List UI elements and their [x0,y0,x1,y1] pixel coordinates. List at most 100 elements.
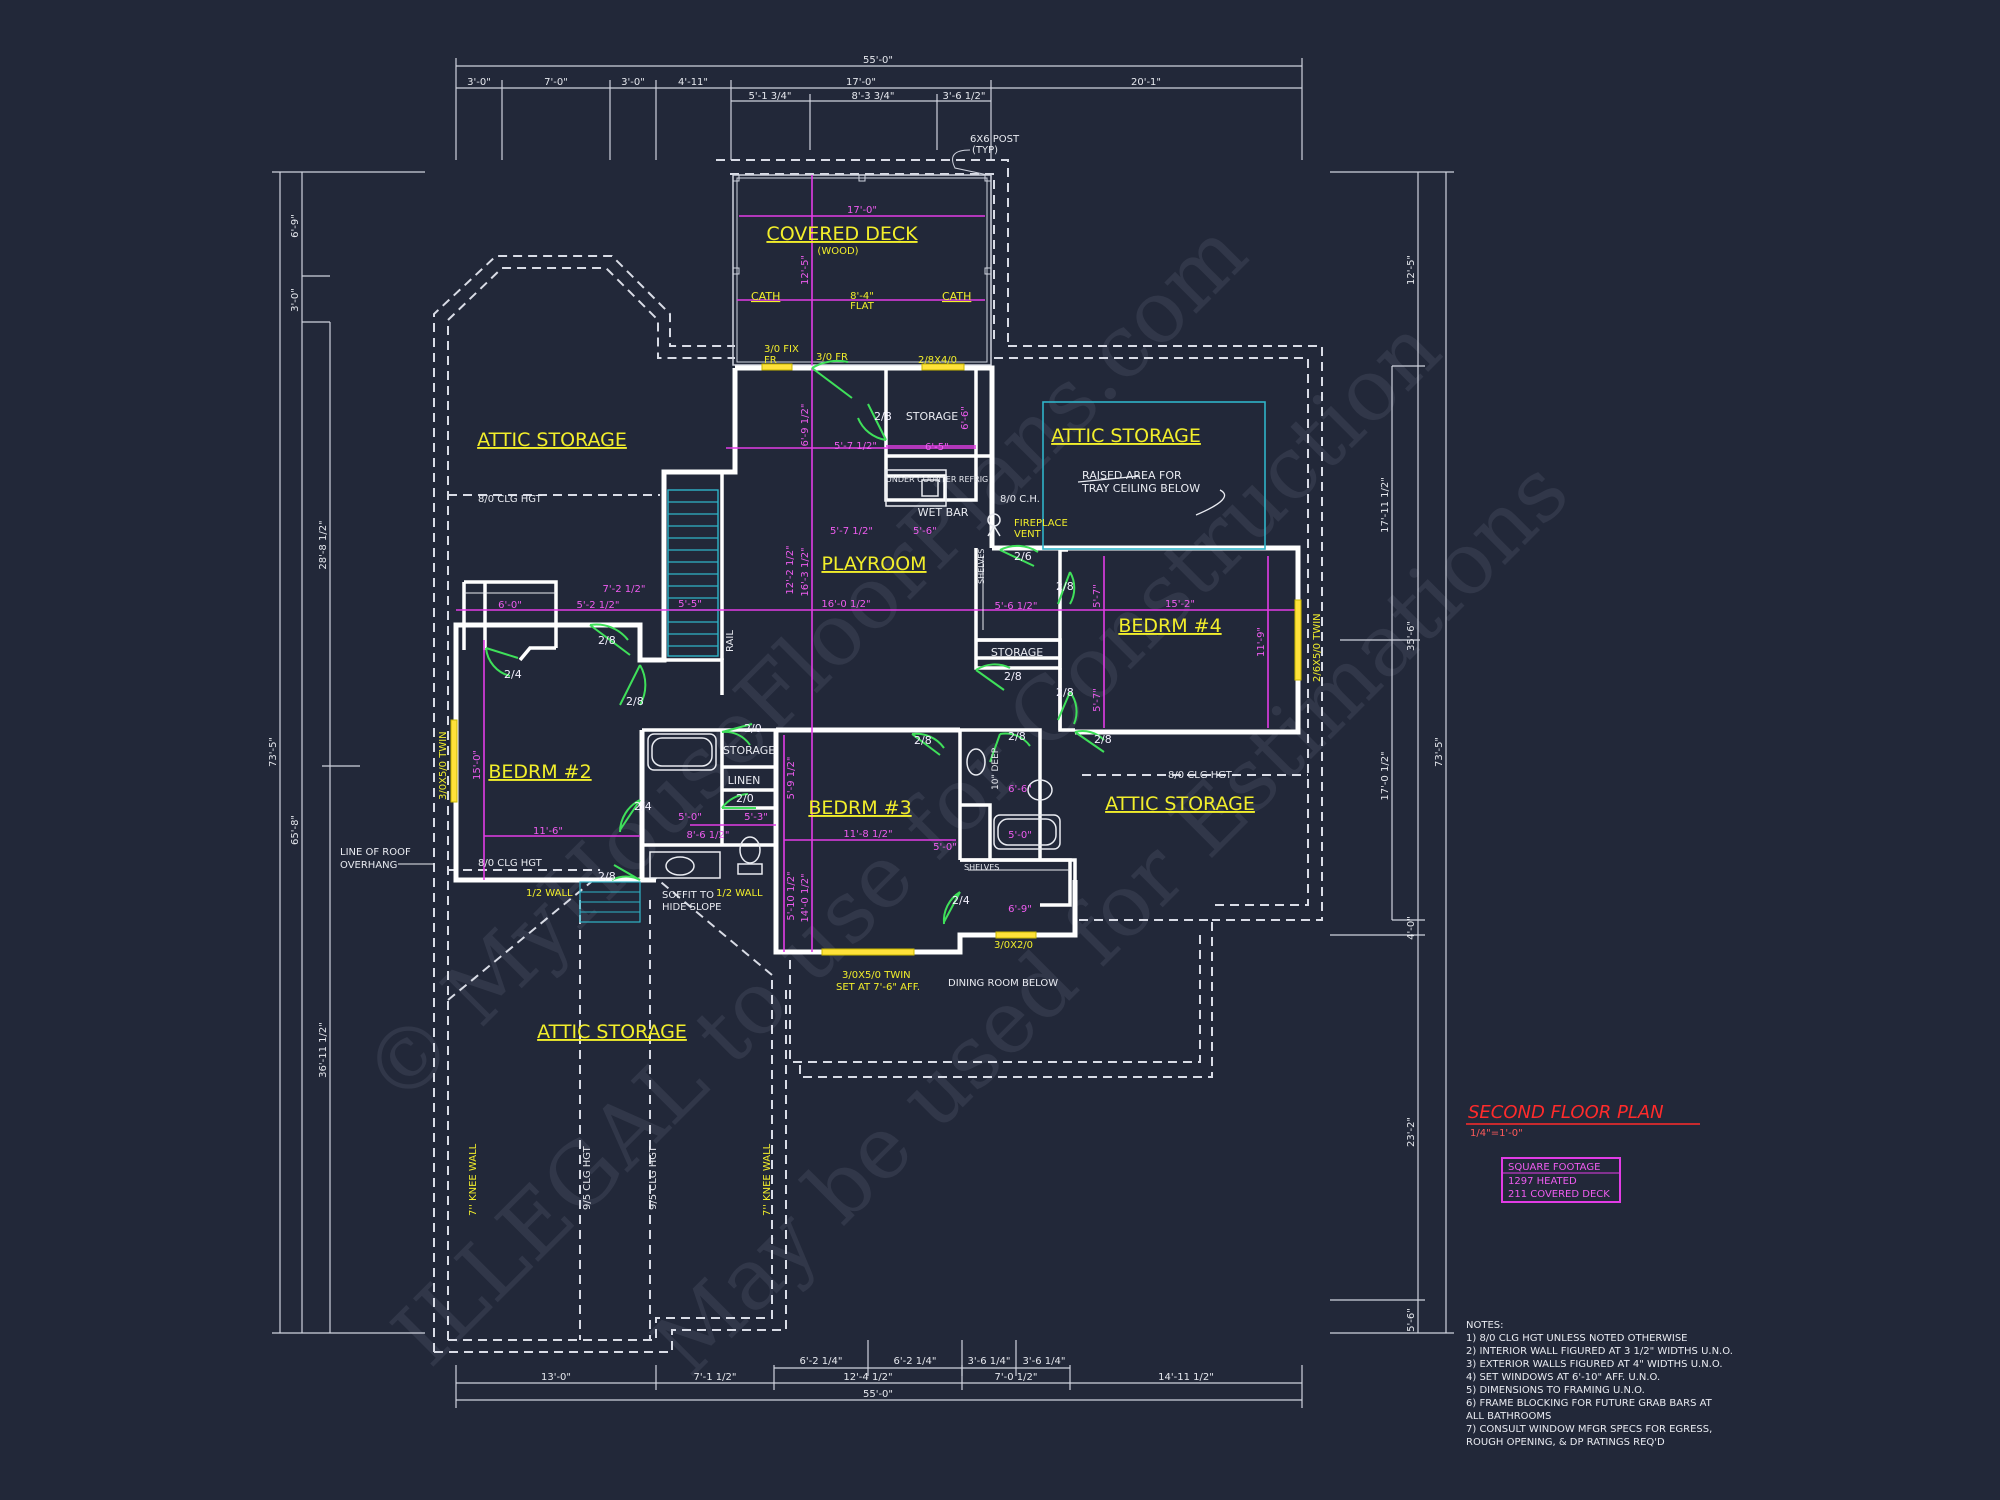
door-swing-bed3-2 [989,732,1031,763]
bath-dim-6: 6'-6" [1008,784,1032,795]
roof-overhang-note-1: LINE OF ROOF [340,847,411,858]
cath-left-label: CATH [751,290,780,303]
wet-bar-counter [885,469,947,507]
dim-right-1: 12'-5" [1406,255,1417,285]
soffit-note-2: HIDE SLOPE [662,902,721,913]
door-label-2: 2/8 [598,634,616,647]
dim-bottom-1: 13'-0" [541,1372,571,1383]
covered-deck-sublabel: (WOOD) [817,246,858,257]
storage-dim-h: 6'-6" [960,406,971,430]
fireplace-vent-note-2: VENT [1014,529,1042,540]
window-south [821,948,915,956]
half-wall-left-note: 1/2 WALL [526,888,573,899]
dim-bottom-3: 12'-4 1/2" [843,1372,892,1383]
deck-height-dim: 12'-5" [800,255,811,285]
dim-left-5: 36'-11 1/2" [318,1022,329,1078]
door-label-1: 2/8 [874,410,892,423]
bed3-dim-w: 11'-8 1/2" [843,829,892,840]
dim-top-1: 3'-0" [467,77,491,88]
dim-top-e2: 8'-3 3/4" [852,91,895,102]
plan-scale: 1/4"=1'-0" [1470,1128,1523,1139]
watermark: © MyHouseFloorPlans.com ILLEGAL to use f… [344,203,1588,1395]
door-label-11: 2/4 [634,800,652,813]
door-label-15: 2/8 [1008,730,1026,743]
door-swing-bed2-closet [485,647,519,677]
sink-jack-bath [966,748,986,776]
note-2: 2) INTERIOR WALL FIGURED AT 3 1/2" WIDTH… [1466,1346,1733,1357]
square-footage-header: SQUARE FOOTAGE [1508,1162,1600,1173]
dim-top-5: 17'-0" [846,77,876,88]
bed2-dim-w: 11'-6" [533,826,563,837]
dimension-lines [272,58,1454,1408]
door-swing-bed4-4 [1074,730,1105,753]
door-swing-bath-2 [619,799,641,833]
knee-wall-right-note: 7'' KNEE WALL [762,1143,773,1216]
stairs: RAIL [579,489,736,923]
covered-deck-label: COVERED DECK [766,223,918,245]
note-3: 3) EXTERIOR WALLS FIGURED AT 4" WIDTHS U… [1466,1359,1723,1370]
plan-notes: RAISED AREA FOR TRAY CEILING BELOW FIREP… [340,344,1323,1216]
linen-label: LINEN [728,774,761,787]
fireplace-vent-note-1: FIREPLACE [1014,518,1068,529]
dim-right-3: 35'-6" [1406,621,1417,651]
play-dim-height-2: 16'-3 1/2" [800,547,811,596]
storage-bath-label: STORAGE [723,744,775,757]
twin-south-note-1: 3/0X5/0 TWIN [842,970,911,981]
windows [450,363,1302,956]
door-label-3: 2/4 [504,668,522,681]
knee-wall-left-note: 7'' KNEE WALL [468,1143,479,1216]
bath-dim-3: 5'-3" [744,812,768,823]
twin-south-note-2: SET AT 7'-6" AFF. [836,982,920,993]
door-label-12: 2/0 [736,792,754,805]
tub-jack-bath [993,814,1061,850]
note-4: 4) SET WINDOWS AT 6'-10" AFF. U.N.O. [1466,1372,1660,1383]
dim-left-1: 6'-9" [290,214,301,238]
roof-outlines [433,159,1323,1353]
bed4-dim-h: 11'-9" [1256,627,1267,657]
door-label-7: 2/8 [1056,686,1074,699]
bed3-dim-h3: 5'-10 1/2" [786,871,797,920]
raised-area [1042,401,1266,550]
post-note-2: (TYP) [972,145,998,156]
door-swing-bed4-3 [1057,691,1078,725]
play-dim-1: 5'-7 1/2" [834,441,877,452]
shelves-label-2: SHELVES [964,863,999,872]
play-dim-width: 16'-0 1/2" [821,599,870,610]
bed2-dim-closet: 6'-0" [498,600,522,611]
dim-right-overall: 73'-5" [1434,737,1445,767]
attic-storage-s: ATTIC STORAGE [537,1021,687,1043]
attic-storage-nw: ATTIC STORAGE [477,429,627,451]
door-label-8: 2/8 [1004,670,1022,683]
fixtures [647,469,1061,879]
door-label-9: 2/8 [1094,733,1112,746]
twin-west-note: 3/0X5/0 TWIN [438,731,449,800]
door-labels: 2/8 2/8 2/4 2/8 2/8 2/6 2/8 2/8 2/8 2/0 … [504,410,1112,907]
note-5: 5) DIMENSIONS TO FRAMING U.N.O. [1466,1385,1645,1396]
dim-bottom-4: 7'-0 1/2" [995,1372,1038,1383]
dim-right-4: 17'-0 1/2" [1380,751,1391,800]
play-dim-3: 6'-9 1/2" [800,404,811,447]
storage-bed4-label: STORAGE [991,646,1043,659]
bed4-dim-c: 5'-6 1/2" [995,601,1038,612]
flat-label-1: 8'-4" [850,291,874,302]
dim-bottom-e2: 6'-2 1/4" [894,1356,937,1367]
notes-header: NOTES: [1466,1320,1504,1331]
interior-dimension-texts: 5'-7 1/2" 5'-7 1/2" 6'-9 1/2" 16'-0 1/2"… [472,404,1267,923]
raised-area-note-1: RAISED AREA FOR [1082,469,1182,482]
post-note-1: 6X6 POST [970,134,1020,145]
note-6a: 6) FRAME BLOCKING FOR FUTURE GRAB BARS A… [1466,1398,1713,1409]
dim-top-e3: 3'-6 1/2" [943,91,986,102]
door-swing-bed3-1 [911,732,945,756]
door-label-10: 2/0 [744,722,762,735]
note-6b: ALL BATHROOMS [1466,1411,1551,1422]
dim-top-overall: 55'-0" [863,55,893,66]
door-label-4: 2/8 [626,695,644,708]
dim-left-3: 28'-8 1/2" [318,520,329,569]
bath-dim-5: 6'-9" [1008,904,1032,915]
bedrm3-label: BEDRM #3 [808,797,911,819]
door-swing-bed4-1 [999,544,1039,567]
tub-main-bath [647,733,717,771]
dim-right-7: 5'-6" [1406,1308,1417,1332]
interior-dimensions [456,368,1298,952]
window-bath [995,931,1037,939]
